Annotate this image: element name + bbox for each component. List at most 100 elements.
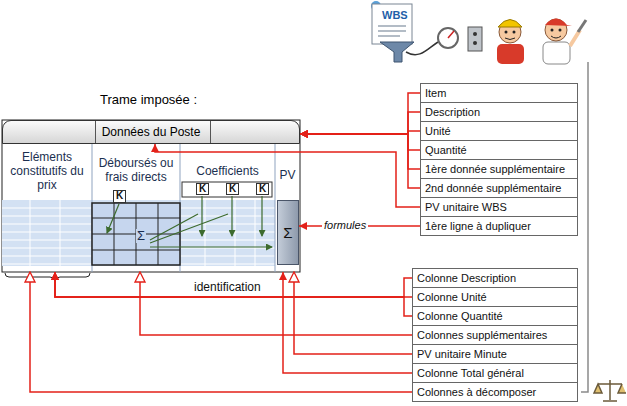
box-text: K: [227, 184, 238, 194]
box-text: Colonne Total général: [417, 364, 573, 382]
field-box: Item: [420, 83, 578, 103]
eye: [505, 31, 508, 34]
box-text: Colonne Description: [417, 269, 573, 287]
box-text: 1ère donnée supplémentaire: [425, 160, 573, 178]
box-text: K: [257, 184, 268, 194]
box-text: Données du Poste: [3, 121, 299, 143]
worker-body: [497, 44, 524, 64]
review-line: [581, 62, 588, 392]
cost-grid-lines: [92, 203, 180, 265]
funnel-icon: [380, 42, 414, 62]
scale-pans: [594, 384, 626, 393]
plug-hole: [473, 32, 477, 36]
cap: [545, 19, 572, 27]
mapping-arrow: [300, 112, 420, 134]
mapping-arrow: [300, 134, 420, 188]
box-text: Unité: [425, 122, 573, 140]
coefficient-row: [182, 182, 272, 197]
mapping-arrow: [294, 272, 412, 354]
cost-grid: [92, 203, 180, 265]
icon-label: WBS: [381, 9, 409, 22]
column-box: Colonne Description: [412, 268, 578, 288]
box-text: PV unitaire WBS: [425, 198, 573, 216]
data-rows: [2, 200, 275, 266]
wrench: [578, 20, 586, 32]
field-box: Description: [420, 102, 578, 122]
mapping-arrow: [55, 272, 412, 297]
table-column: PV Σ: [275, 144, 300, 272]
mapping-arrow: [283, 272, 412, 373]
box-text: K: [114, 191, 125, 201]
worker-body: [543, 42, 570, 64]
box-text: 2nd donnée supplémentaire: [425, 179, 573, 197]
box-text: PV: [275, 168, 300, 182]
formula-arrow: [107, 204, 119, 233]
arm: [570, 30, 580, 46]
mouth: [551, 36, 561, 38]
box-text: Eléments constitutifs du prix: [2, 150, 92, 192]
field-box: 1ère ligne à dupliquer: [420, 216, 578, 236]
box-text: 1ère ligne à dupliquer: [425, 217, 573, 235]
edge-label: identification: [192, 280, 263, 294]
mapping-arrow: [55, 272, 412, 297]
formula-line: [150, 214, 198, 240]
box-text: Quantité: [425, 141, 573, 159]
template-table: Trame imposée :Données du PosteEléments …: [0, 92, 302, 276]
document-lines: [378, 26, 406, 36]
sum-box: Σ: [277, 200, 299, 265]
formula-line: [150, 246, 272, 247]
eye: [551, 29, 554, 32]
mapping-arrow: [55, 272, 412, 316]
field-box: 2nd donnée supplémentaire: [420, 178, 578, 198]
table-column: Eléments constitutifs du prix: [2, 144, 92, 272]
template-frame: [2, 120, 300, 272]
hard-hat: [498, 20, 522, 28]
column-box: Colonne Unité: [412, 287, 578, 307]
formula-arrows: [107, 196, 272, 247]
gauge-icon: [438, 28, 458, 48]
coefficient-box: K: [226, 183, 239, 195]
cell-lines: [30, 200, 255, 266]
column-separators: [92, 144, 275, 272]
column-box: Colonnes supplémentaires: [412, 325, 578, 345]
box-text: Item: [425, 84, 573, 102]
cable: [406, 42, 438, 55]
eye: [559, 29, 562, 32]
header-band: Données du Poste: [2, 120, 300, 144]
wbs-icon: [371, 1, 482, 62]
field-box: Quantité: [420, 140, 578, 160]
sum-symbol: Σ: [136, 229, 146, 243]
box-text: Colonnes à décomposer: [417, 383, 573, 401]
plug-icon: [468, 27, 482, 51]
coefficient-box: K: [113, 190, 126, 203]
field-box: PV unitaire WBS: [420, 197, 578, 217]
tab-divider: [210, 121, 211, 143]
mapping-arrow: [300, 93, 420, 134]
brace: [5, 273, 90, 281]
worker-figures: [497, 19, 586, 65]
table-column: CoefficientsKKK: [180, 144, 275, 272]
mouth: [505, 38, 515, 40]
column-box: Colonne Quantité: [412, 306, 578, 326]
box-text: Σ: [283, 224, 292, 241]
scale-icon: [594, 380, 626, 401]
plug-hole: [473, 41, 477, 45]
box-text: Colonnes supplémentaires: [417, 326, 573, 344]
box-text: Déboursés ou frais directs: [92, 156, 180, 184]
formula-line: [150, 214, 228, 243]
price-template: [2, 120, 300, 281]
box-text: Colonne Unité: [417, 288, 573, 306]
column-box: Colonne Total général: [412, 363, 578, 383]
gauge-needle: [448, 31, 454, 38]
coefficient-box: K: [196, 183, 209, 195]
document-icon: [372, 4, 412, 44]
box-text: Colonne Quantité: [417, 307, 573, 325]
mapping-arrow: [300, 134, 420, 150]
tab-divider: [95, 121, 96, 143]
mapping-arrow: [155, 144, 420, 207]
edge-label: formules: [322, 219, 368, 232]
coefficient-box: K: [256, 183, 269, 195]
box-text: Description: [425, 103, 573, 121]
formula-arrow: [201, 196, 202, 236]
